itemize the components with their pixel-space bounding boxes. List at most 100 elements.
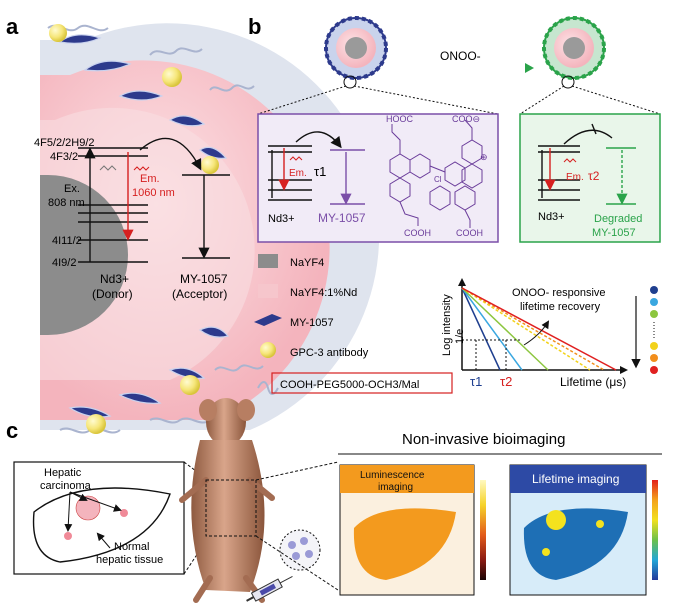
ring <box>429 185 451 211</box>
normal-line2: hepatic tissue <box>96 554 163 566</box>
group-hooc: HOOC <box>386 114 414 124</box>
group-cooh-2: COOH <box>456 228 483 238</box>
ribbon <box>198 146 228 159</box>
zoom-line <box>255 461 339 481</box>
liver-outline <box>32 487 171 563</box>
label-ex: Ex. <box>64 183 80 195</box>
gpc3-antibodies <box>49 24 219 434</box>
peg-highlight-box <box>271 372 453 394</box>
syringe-liquid <box>259 583 277 596</box>
peg-helix <box>149 417 211 424</box>
ring <box>444 161 466 187</box>
lifetime-plot: Log intensity 1/e τ1 τ2 Lifetime (μs) ON… <box>441 278 658 389</box>
tumor-hotspot <box>542 548 550 556</box>
syringe-icon <box>246 575 293 602</box>
ribbon <box>58 34 102 44</box>
label-808: 808 nm <box>48 197 85 209</box>
lifetime-color-key <box>631 286 658 374</box>
peg-helix <box>214 364 264 372</box>
lifetime-title: Lifetime imaging <box>532 472 619 486</box>
particle-after <box>542 16 606 89</box>
ribbon <box>168 115 206 127</box>
color-dot <box>650 342 658 350</box>
panel-c-letter: c <box>6 418 18 443</box>
antibody-sphere <box>162 67 182 87</box>
label-acceptor-dye: MY-1057 <box>180 272 228 286</box>
reagent-label: ONOO- <box>440 49 481 63</box>
liver-diagram: Hepatic carcinoma Normal hepatic tissue <box>13 461 185 575</box>
levels-right <box>538 123 636 205</box>
energy-transfer-arrow <box>139 137 202 171</box>
cation-label: ⊕ <box>480 152 488 162</box>
label-donor-ion: Nd3+ <box>100 272 129 286</box>
color-dot <box>650 366 658 374</box>
right-em-label: Em. <box>566 172 584 183</box>
y-tick-1e: 1/e <box>454 329 466 344</box>
liver-region-box <box>205 479 257 537</box>
label-4i112: 4I11/2 <box>52 235 82 247</box>
particle-core <box>563 37 585 59</box>
legend: NaYF4 NaYF4:1%Nd MY-1057 GPC-3 antibody … <box>254 254 453 395</box>
recovery-arrow <box>523 320 550 346</box>
particle-dot <box>305 550 313 558</box>
pointer-arrow <box>69 491 122 512</box>
dye-coating <box>324 16 388 80</box>
block-mark <box>591 123 597 135</box>
legend-label: NaYF4:1%Nd <box>290 287 357 299</box>
peg-helices <box>47 24 264 434</box>
ribbon <box>68 406 112 418</box>
degraded-line2: MY-1057 <box>592 227 636 239</box>
box-after-reaction: Em. τ2 Nd3+ Degraded MY-1057 <box>519 113 661 243</box>
panel-c: c Hepatic carcinoma Normal hepatic tissu… <box>6 398 662 603</box>
zoom-circle <box>561 75 575 89</box>
zoom-line <box>519 85 565 115</box>
color-dot <box>650 286 658 294</box>
panel-a-labels: 4F5/2/2H9/2 4F3/2 Ex. 808 nm Em. 1060 nm… <box>34 137 228 301</box>
particle-bubble <box>279 529 321 571</box>
swatch-nayf4 <box>258 254 278 268</box>
label-1060: 1060 nm <box>132 187 175 199</box>
swatch-nayf4-nd <box>258 284 278 298</box>
label-4f32: 4F3/2 <box>50 151 78 163</box>
mouse-forelimb <box>247 477 275 501</box>
antibody-sphere <box>49 24 67 42</box>
particle-dot <box>292 552 300 560</box>
right-tau-label: τ2 <box>588 169 600 183</box>
tumor-hotspot <box>596 520 604 528</box>
decay-curve <box>461 287 549 371</box>
blocked-transfer-arrow <box>563 129 613 145</box>
chain <box>464 119 473 140</box>
lifetime-header <box>510 465 646 493</box>
antibody-sphere <box>86 414 106 434</box>
label-em: Em. <box>140 173 160 185</box>
wave-icon <box>289 156 303 161</box>
ribbon <box>198 326 230 338</box>
swatch-ribbon <box>254 314 282 326</box>
decay-curve <box>461 287 523 371</box>
lumi-title-line2: imaging <box>378 482 413 493</box>
group-coo: COO⊖ <box>452 114 480 124</box>
tumor-small <box>120 509 128 517</box>
swatch-antibody <box>260 342 276 358</box>
ribbon <box>118 90 164 101</box>
x-axis-arrow <box>620 366 628 374</box>
particle-before <box>324 16 388 89</box>
group-cooh-1: COOH <box>404 228 431 238</box>
degraded-line1: Degraded <box>594 213 642 225</box>
legend-label: COOH-PEG5000-OCH3/Mal <box>280 379 419 391</box>
particle-core <box>345 37 367 59</box>
x-axis-label: Lifetime (μs) <box>560 375 626 389</box>
mouse-hindlimb <box>193 575 213 603</box>
peg-helix <box>209 84 255 92</box>
energy-level-diagram-a <box>78 137 230 263</box>
left-tau-label: τ1 <box>314 164 326 179</box>
zoom-circle <box>343 75 357 89</box>
lumi-liver <box>353 508 456 580</box>
left-acceptor-label: MY-1057 <box>318 211 366 225</box>
legend-label: GPC-3 antibody <box>290 347 369 359</box>
panel-a-letter: a <box>6 14 19 39</box>
lumi-header <box>340 465 474 493</box>
carcinoma-line2: carcinoma <box>40 480 92 492</box>
wave-icon <box>99 165 117 171</box>
